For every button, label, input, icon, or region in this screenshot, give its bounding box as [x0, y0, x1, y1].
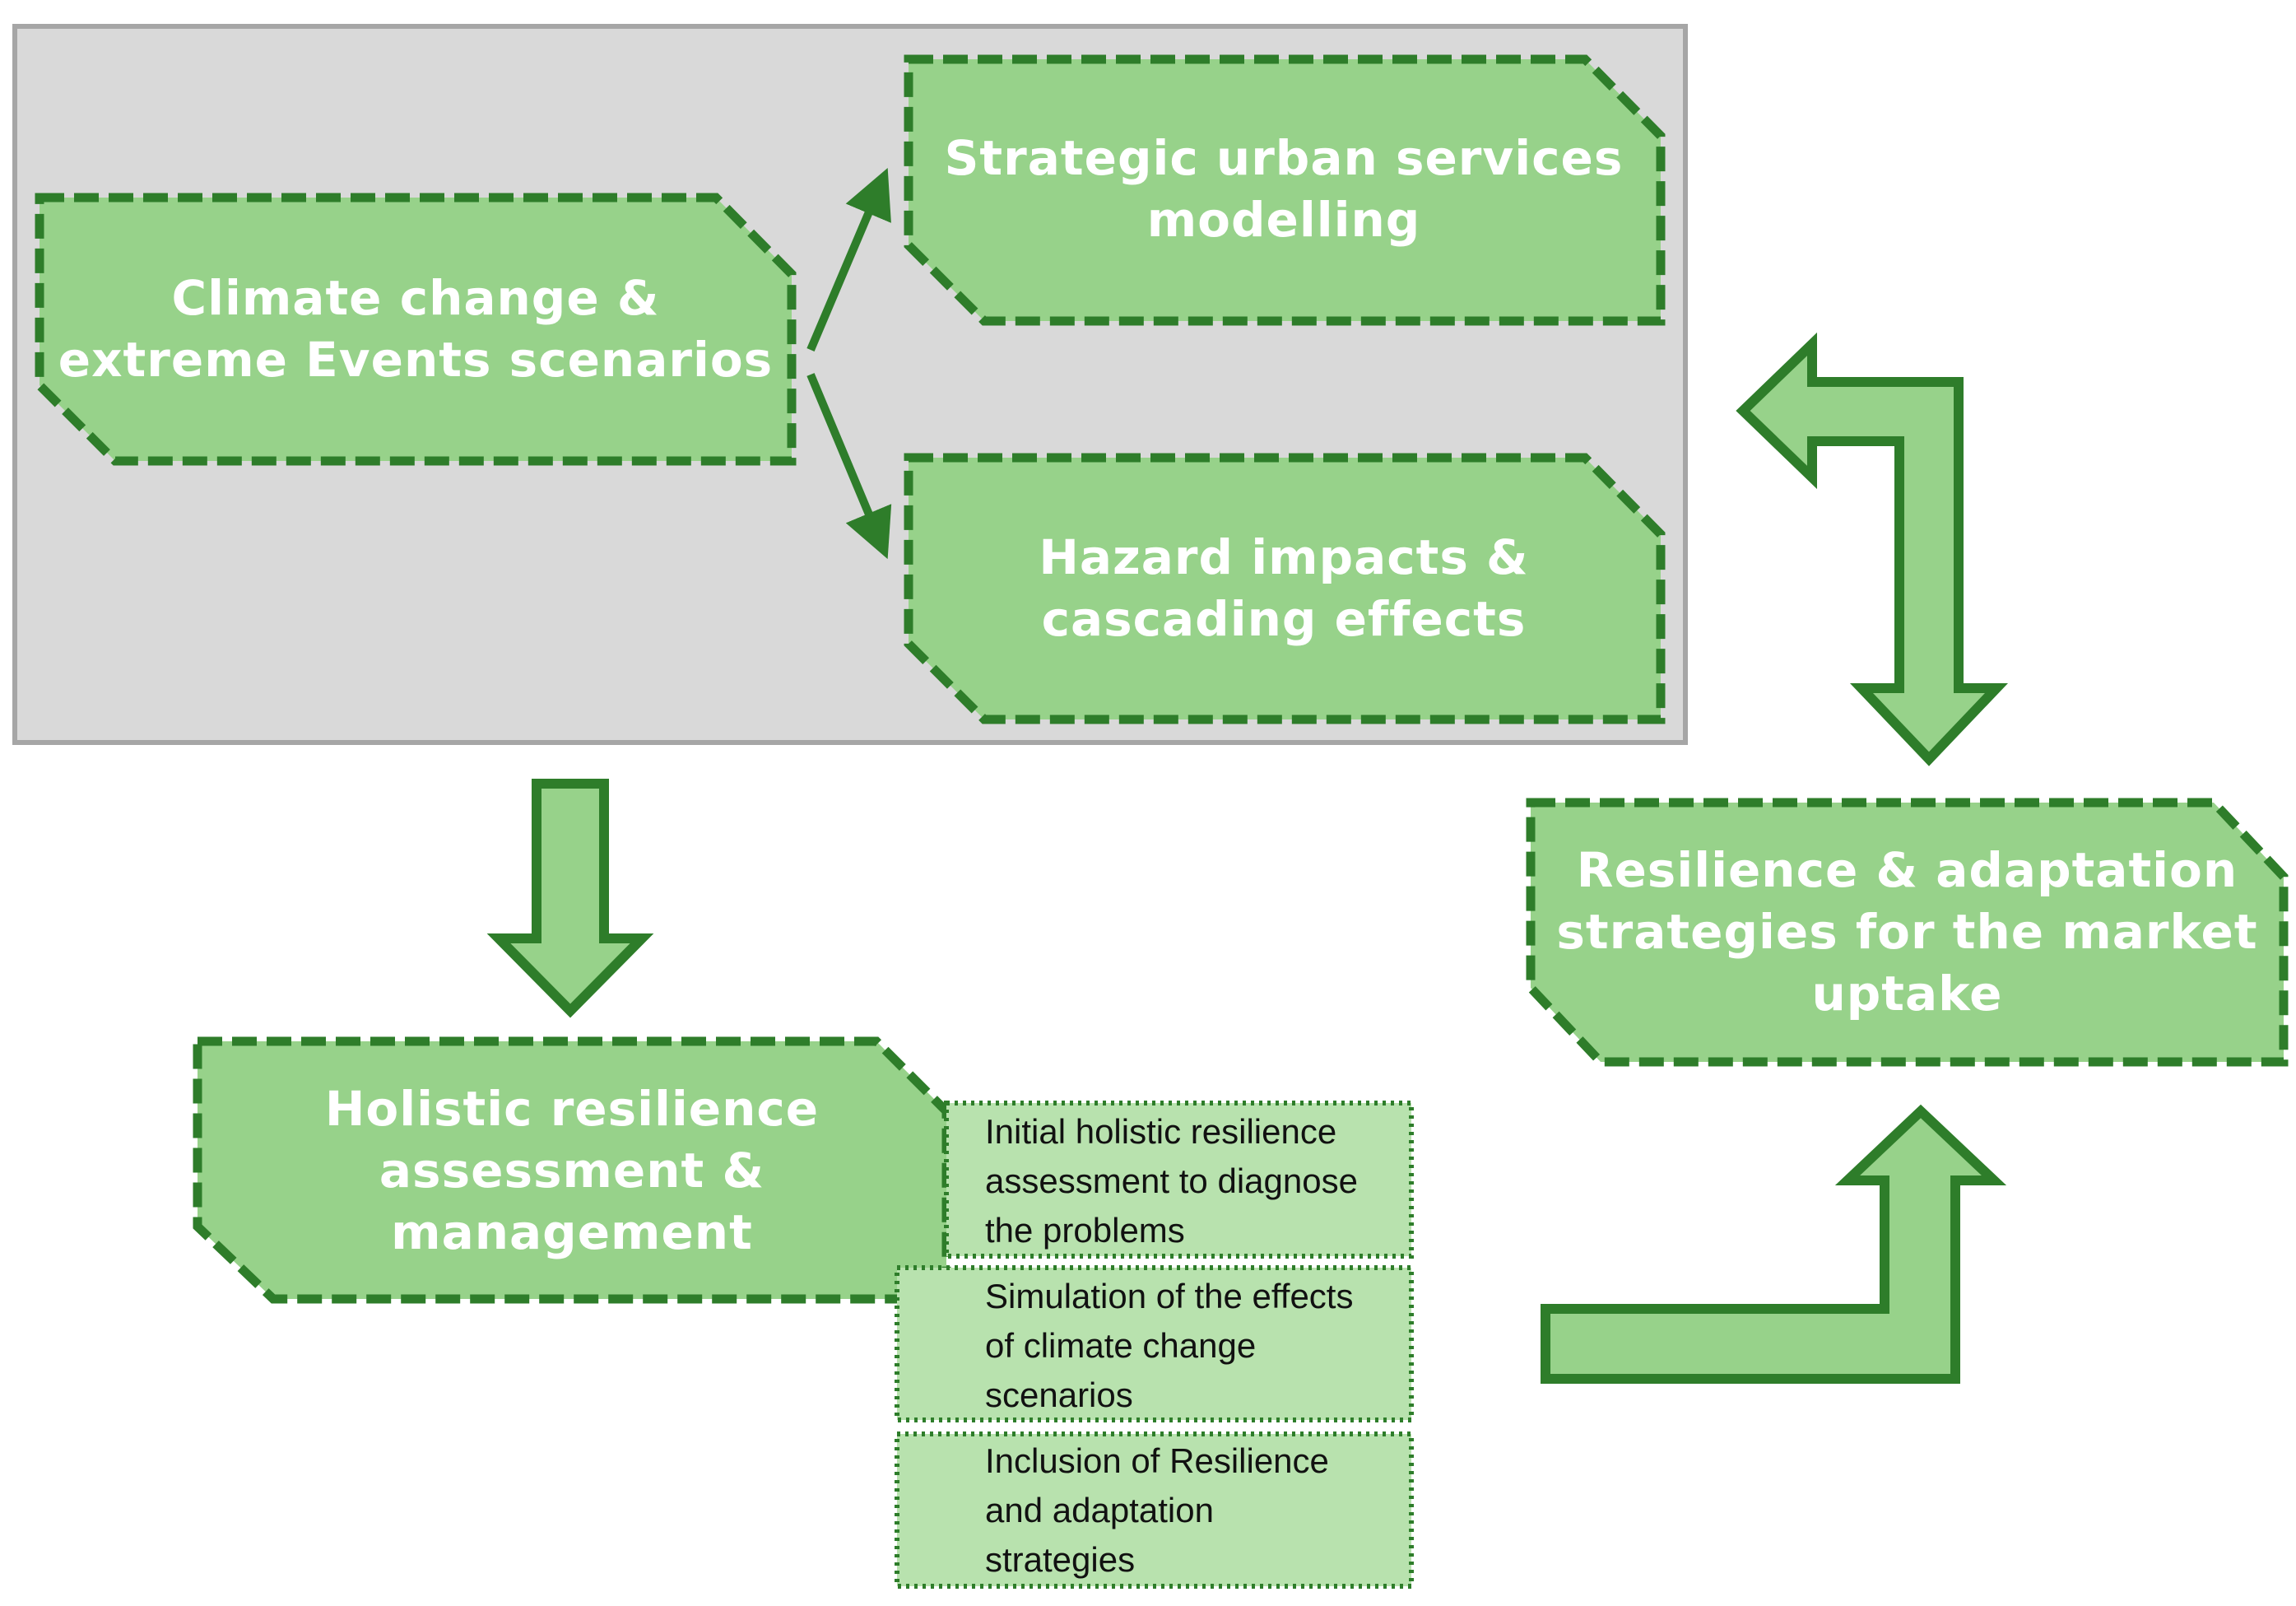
right-up-bent-arrow-icon — [1541, 1104, 2007, 1384]
sub-box-simulation — [895, 1265, 1414, 1422]
sub-box-inclusion — [895, 1431, 1414, 1589]
hazard-box — [904, 453, 1666, 724]
up-left-down-double-arrow-icon — [1736, 332, 2009, 766]
strategic-box — [904, 54, 1666, 326]
thick-down-arrow-icon — [486, 779, 654, 1018]
sub-box-initial — [944, 1101, 1414, 1259]
resilience-box — [1526, 798, 2289, 1067]
branch-arrow-down-icon — [806, 373, 892, 560]
holistic-box — [193, 1036, 951, 1304]
branch-arrow-up-icon — [806, 167, 891, 351]
climate-box — [35, 193, 797, 466]
